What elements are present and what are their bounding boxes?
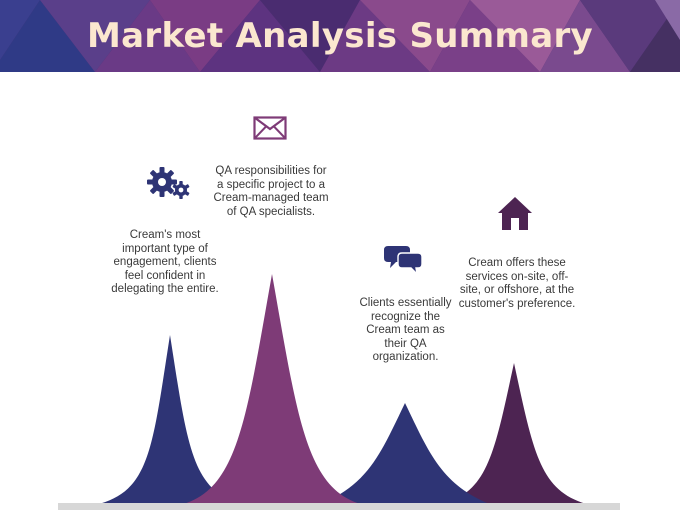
peak-1 bbox=[95, 335, 245, 505]
baseline-bar bbox=[58, 503, 620, 510]
header-banner: Market Analysis Summary bbox=[0, 0, 680, 72]
gears-icon bbox=[144, 163, 194, 208]
page-title: Market Analysis Summary bbox=[87, 16, 593, 56]
peak-4 bbox=[440, 363, 590, 505]
block-4-text: Cream offers these services on-site, off… bbox=[458, 257, 576, 310]
peak-3 bbox=[318, 403, 492, 505]
header-triangle-pattern bbox=[0, 0, 680, 72]
envelope-icon bbox=[253, 116, 287, 145]
peak-2 bbox=[180, 274, 364, 505]
house-icon bbox=[497, 196, 533, 235]
block-1-text: Cream's most important type of engagemen… bbox=[111, 229, 219, 295]
block-2-text: QA responsibilities for a specific proje… bbox=[213, 165, 329, 218]
block-3-text: Clients essentially recognize the Cream … bbox=[359, 297, 452, 363]
chat-bubbles-icon bbox=[384, 243, 423, 280]
